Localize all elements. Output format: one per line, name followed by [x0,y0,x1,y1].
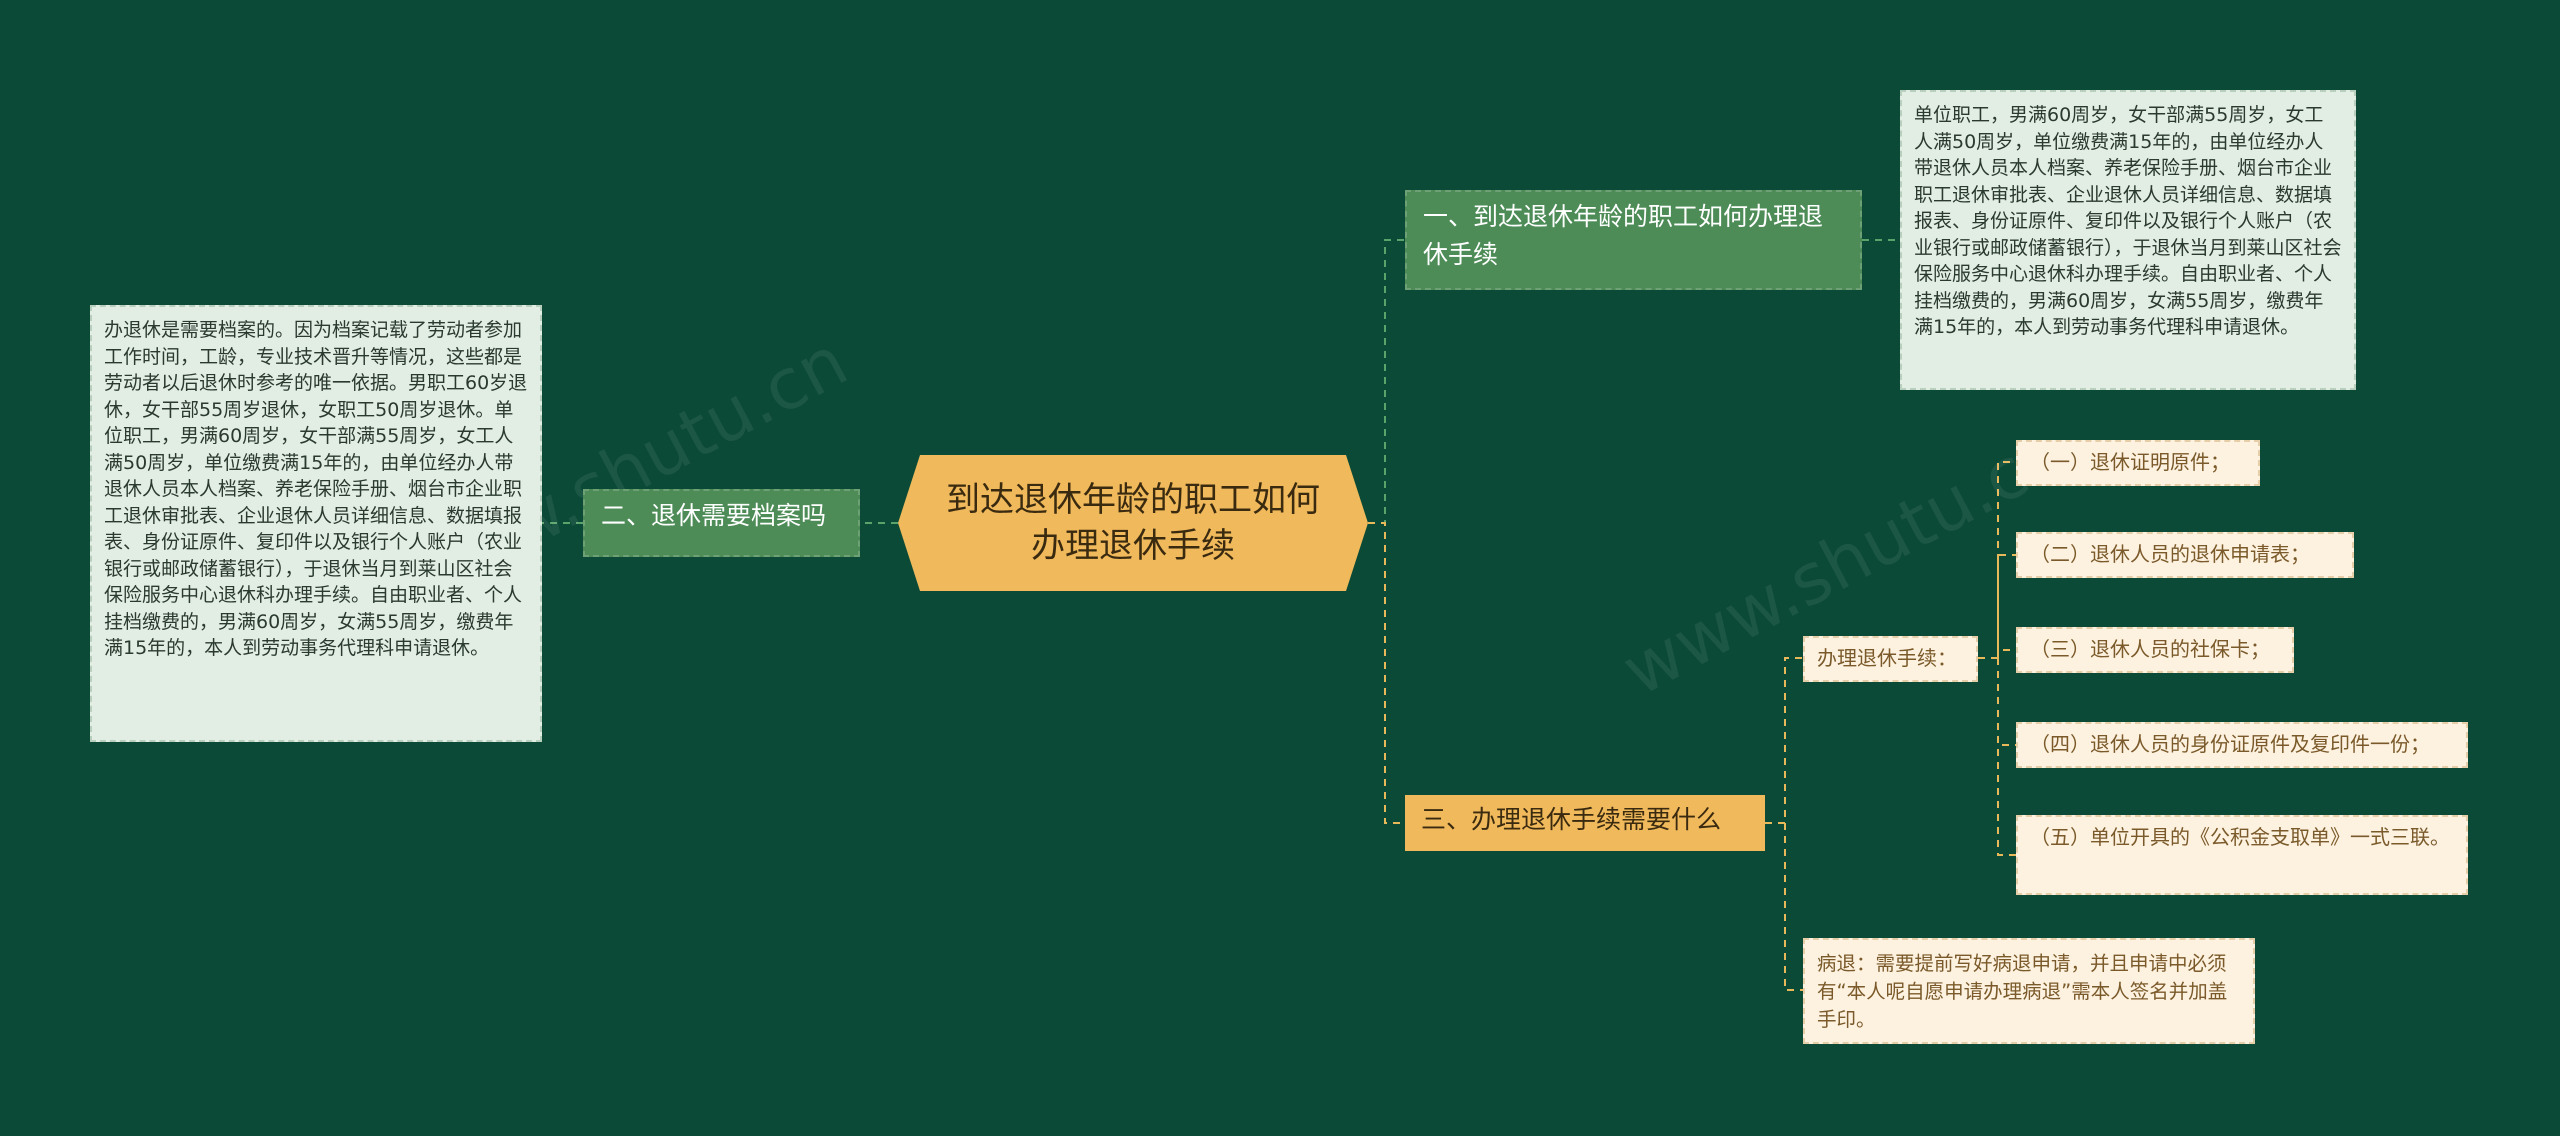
branch-archive-needed[interactable]: 二、退休需要档案吗 [583,489,860,557]
list-item[interactable]: （一）退休证明原件； [2016,440,2260,486]
branch-label: 二、退休需要档案吗 [601,501,827,530]
list-item[interactable]: （四）退休人员的身份证原件及复印件一份； [2016,722,2468,768]
note-retirement-procedure[interactable]: 单位职工，男满60周岁，女干部满55周岁，女工人满50周岁，单位缴费满15年的，… [1900,90,2356,390]
list-item[interactable]: （三）退休人员的社保卡； [2016,627,2294,673]
sub-label-text: 办理退休手续： [1817,646,1957,670]
note-text: 办退休是需要档案的。因为档案记载了劳动者参加工作时间，工龄，专业技术晋升等情况，… [104,319,528,659]
list-item-text: （一）退休证明原件； [2030,450,2230,474]
link-b3-children [1765,657,1803,991]
list-item-text: （五）单位开具的《公积金支取单》一式三联。 [2030,825,2450,849]
note-sick-retirement[interactable]: 病退：需要提前写好病退申请，并且申请中必须有“本人呢自愿申请办理病退”需本人签名… [1803,938,2255,1044]
link-center-b1 [1368,239,1405,524]
list-item-text: （四）退休人员的身份证原件及复印件一份； [2030,732,2430,756]
list-item[interactable]: （二）退休人员的退休申请表； [2016,532,2354,578]
link-center-b3 [1368,522,1405,824]
branch-label: 一、到达退休年龄的职工如何办理退休手续 [1423,202,1824,269]
branch-label: 三、办理退休手续需要什么 [1421,805,1722,834]
note-text: 单位职工，男满60周岁，女干部满55周岁，女工人满50周岁，单位缴费满15年的，… [1914,104,2342,338]
branch-required-materials[interactable]: 三、办理退休手续需要什么 [1405,795,1765,851]
list-item[interactable]: （五）单位开具的《公积金支取单》一式三联。 [2016,815,2468,895]
note-text: 病退：需要提前写好病退申请，并且申请中必须有“本人呢自愿申请办理病退”需本人签名… [1817,952,2228,1031]
link-sub-items [1978,461,2016,856]
note-archive-needed[interactable]: 办退休是需要档案的。因为档案记载了劳动者参加工作时间，工龄，专业技术晋升等情况，… [90,305,542,742]
center-topic-label: 到达退休年龄的职工如何办理退休手续 [946,480,1320,566]
list-item-text: （二）退休人员的退休申请表； [2030,542,2310,566]
center-topic[interactable]: 到达退休年龄的职工如何办理退休手续 [898,455,1368,591]
branch-retirement-procedure[interactable]: 一、到达退休年龄的职工如何办理退休手续 [1405,190,1862,290]
list-item-text: （三）退休人员的社保卡； [2030,637,2270,661]
sub-label-procedures[interactable]: 办理退休手续： [1803,636,1978,682]
